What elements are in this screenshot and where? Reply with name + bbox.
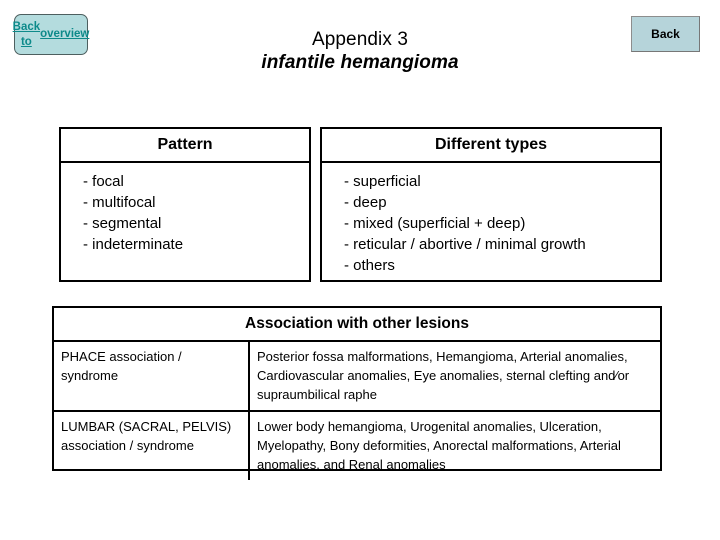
table-cell-description: Posterior fossa malformations, Hemangiom…	[257, 349, 630, 402]
table-cell-description: Lower body hemangioma, Urogenital anomal…	[249, 410, 660, 480]
back-button-label: Back	[651, 27, 680, 41]
page-title: Appendix 3	[311, 29, 409, 50]
table-row: PHACE association / syndrome Posterior f…	[54, 342, 660, 411]
list-item: - segmental	[83, 215, 162, 232]
table-cell-label: PHACE association / syndrome	[54, 342, 250, 411]
list-item: - reticular / abortive / minimal growth	[344, 236, 586, 253]
different-types-table: Different types - superficial - deep - m…	[320, 127, 662, 282]
list-item: - deep	[344, 194, 387, 211]
pattern-table: Pattern - focal - multifocal - segmental…	[59, 127, 311, 282]
list-item: - focal	[83, 173, 124, 190]
back-to-overview-label-line1: Back to	[12, 20, 41, 48]
list-item: - indeterminate	[83, 236, 184, 253]
table-row: LUMBAR (SACRAL, PELVIS) association / sy…	[54, 410, 660, 480]
table-cell-label: LUMBAR (SACRAL, PELVIS) association / sy…	[54, 410, 250, 480]
back-to-overview-button[interactable]: Back to overview	[12, 14, 90, 55]
association-table-header: Association with other lesions	[54, 308, 660, 342]
list-item: - others	[344, 257, 395, 274]
different-types-table-body: - superficial - deep - mixed (superficia…	[322, 163, 660, 282]
pattern-table-body: - focal - multifocal - segmental - indet…	[61, 163, 309, 261]
different-types-table-header: Different types	[322, 129, 660, 163]
list-item: - multifocal	[83, 194, 156, 211]
association-table-grid: PHACE association / syndrome Posterior f…	[54, 342, 660, 480]
list-item: - mixed (superficial + deep)	[344, 215, 526, 232]
pattern-table-header: Pattern	[61, 129, 309, 163]
slide-title-block: Appendix 3 infantile hemangioma	[0, 28, 720, 74]
back-button[interactable]: Back	[631, 16, 700, 52]
list-item: - superficial	[344, 173, 421, 190]
association-table: Association with other lesions PHACE ass…	[52, 306, 662, 480]
page-subtitle: infantile hemangioma	[261, 52, 459, 73]
back-to-overview-label-line2: overview	[40, 28, 90, 40]
